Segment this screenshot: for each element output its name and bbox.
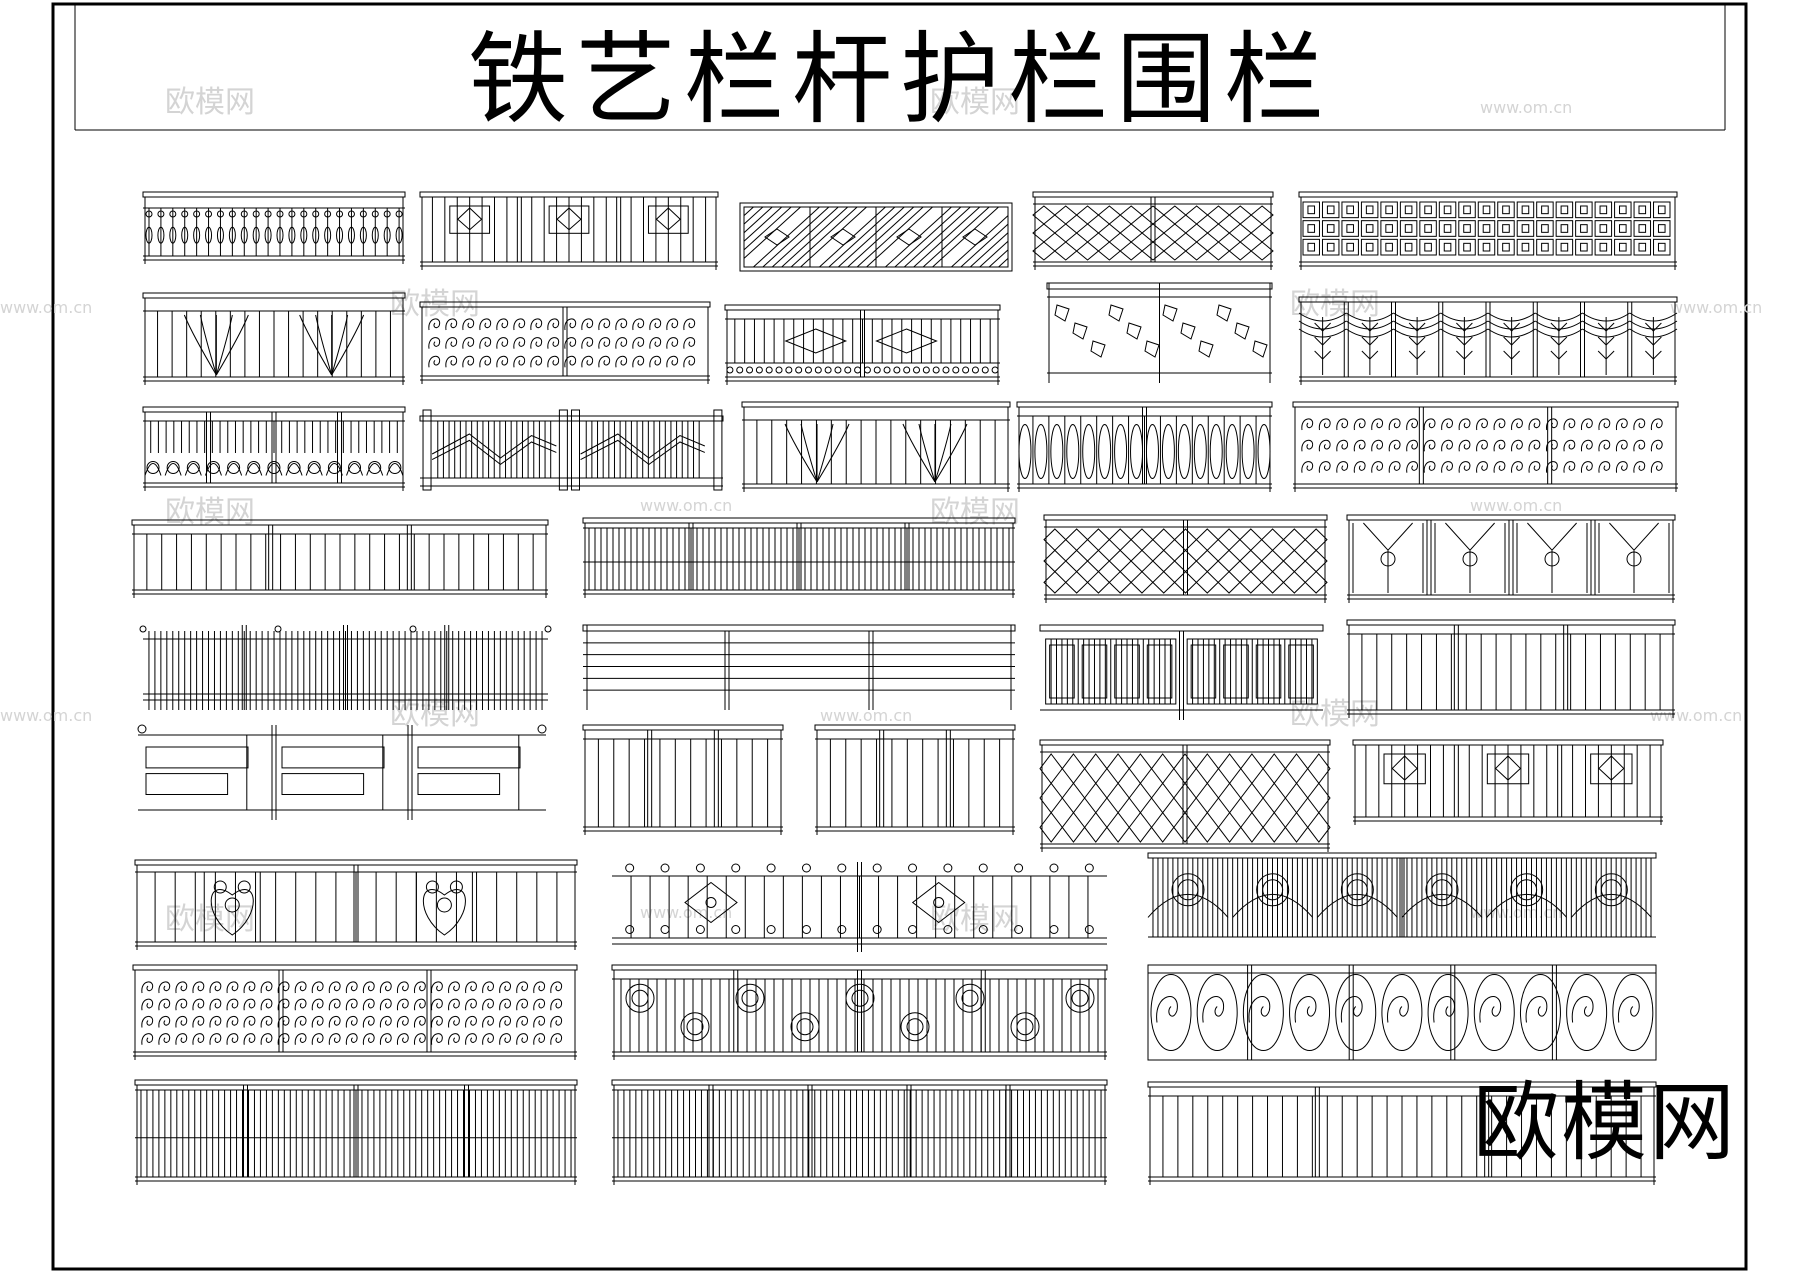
- railing-elevation-35-dense-bars: [134, 1079, 578, 1185]
- railing-elevation-7-scroll-dense: [419, 301, 711, 384]
- watermark-url: www.om.cn: [1670, 298, 1763, 317]
- railing-elevation-34-scroll-ovals: [1147, 964, 1657, 1061]
- railing-elevation-27-lattice: [1039, 739, 1331, 852]
- railing-elevation-30-ornate-bars: [612, 862, 1107, 952]
- railing-elevation-1-baluster: [142, 191, 406, 264]
- railing-elevation-4-lattice: [1032, 191, 1274, 270]
- watermark-logo: 欧模网: [165, 902, 255, 937]
- railing-elevation-22-dense-panels: [1039, 624, 1324, 720]
- railing-elevation-6-leaf-panels: [142, 292, 406, 385]
- railing-elevation-18-lattice: [1043, 514, 1328, 603]
- railing-elevation-24-horizontal-frames: [137, 724, 547, 820]
- railing-elevation-8-diamond-bars: [724, 304, 1001, 385]
- railing-elevation-17-dense-bars: [582, 517, 1016, 598]
- railing-elevation-23-plain-bars: [1346, 619, 1676, 718]
- railing-elevation-32-scroll-dense: [132, 964, 578, 1060]
- watermark-url: www.om.cn: [640, 903, 733, 922]
- watermark-logo: 欧模网: [1290, 287, 1380, 322]
- railing-elevation-33-circle-panels: [611, 964, 1108, 1060]
- railing-elevation-37-plain-bars: [1147, 1081, 1657, 1185]
- watermark-logo: 欧模网: [930, 85, 1020, 120]
- railing-elevation-28-square-panels: [1352, 739, 1664, 825]
- watermark-logo: 欧模网: [165, 85, 255, 120]
- railing-elevation-25-plain-bars: [582, 724, 784, 835]
- railing-elevation-2-square-panels: [419, 191, 719, 270]
- railing-elevation-13-leaf-panels: [741, 401, 1011, 492]
- watermark-url: www.om.cn: [0, 706, 93, 725]
- watermark-logo: 欧模网: [930, 902, 1020, 937]
- railing-elevation-11-scroll-bars: [142, 406, 406, 491]
- watermark-url: www.om.cn: [1480, 98, 1573, 117]
- watermark-url: www.om.cn: [640, 496, 733, 515]
- watermark-url: www.om.cn: [820, 706, 913, 725]
- railing-elevation-14-oval-bars: [1016, 401, 1273, 492]
- railing-elevation-31-scroll-wave: [1147, 852, 1657, 938]
- railing-elevation-16-plain-bars: [131, 519, 549, 598]
- watermark-logo: 欧模网: [165, 495, 255, 530]
- brand-label: 欧模网: [1473, 1073, 1737, 1173]
- railing-elevation-15-scroll-dense: [1292, 401, 1679, 492]
- railing-elevation-10-fan-arches: [1298, 296, 1678, 385]
- watermark-url: www.om.cn: [0, 298, 93, 317]
- railing-elevation-26-plain-bars: [814, 724, 1016, 835]
- railing-elevation-5-grid-ornament: [1298, 191, 1678, 270]
- railing-elevation-29-flower-panels: [134, 859, 578, 950]
- railing-elevation-19-y-panels: [1346, 514, 1676, 603]
- railing-elevation-20-picket-fence: [139, 625, 552, 710]
- railing-elevation-21-horizontal-bars: [582, 624, 1016, 710]
- railing-elevation-12-wave-panels: [419, 409, 724, 491]
- sheet-title: 铁艺栏杆护栏围栏: [468, 21, 1332, 138]
- railing-elevation-3-diagonal: [739, 202, 1013, 272]
- railing-elevation-9-branch-panels: [1046, 282, 1273, 383]
- watermark-url: www.om.cn: [1470, 496, 1563, 515]
- outer-border: [51, 2, 1748, 1271]
- railing-elevation-36-dense-bars: [611, 1079, 1108, 1185]
